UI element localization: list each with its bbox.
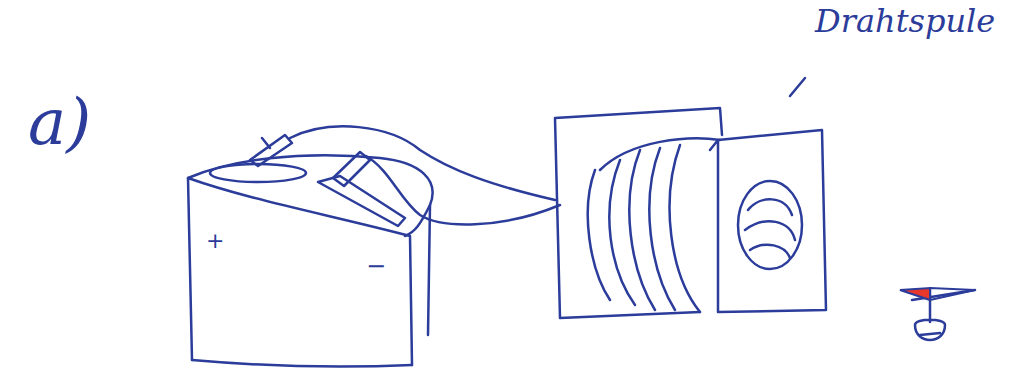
coil-winding	[588, 138, 720, 312]
wire	[290, 126, 555, 200]
battery-body	[188, 178, 430, 365]
battery-bottom	[192, 360, 412, 366]
leader-line	[790, 78, 805, 96]
coil-opening-winding	[745, 199, 795, 258]
part-letter: a)	[28, 85, 91, 159]
clip-left	[250, 135, 292, 166]
coil-frame-front	[710, 130, 826, 312]
battery-top	[188, 155, 433, 236]
part-name: Drahtspule	[815, 2, 995, 40]
polarity-sign: +	[206, 228, 224, 253]
coil-frame	[555, 108, 722, 318]
wire	[366, 156, 560, 224]
coil-opening	[738, 181, 802, 269]
clip-right	[333, 152, 370, 186]
polarity-sign: −	[366, 252, 386, 280]
compass-needle	[930, 288, 975, 300]
compass-needle-red	[900, 288, 930, 300]
